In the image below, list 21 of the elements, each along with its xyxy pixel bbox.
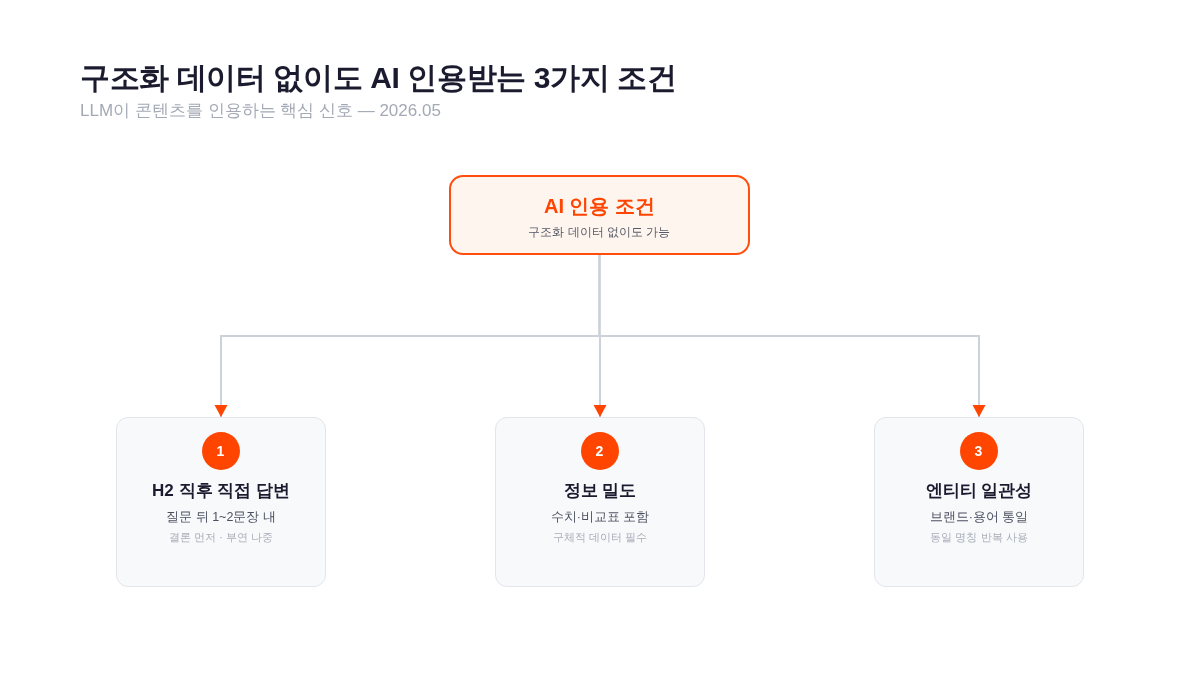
card-text: 질문 뒤 1~2문장 내: [166, 509, 276, 526]
card-text: 수치·비교표 포함: [550, 509, 650, 526]
box-subtitle: 구조화 데이터 없이도 가능: [528, 224, 671, 240]
title: 구조화 데이터 없이도 AI 인용받는 3가지 조건: [80, 60, 677, 96]
card-title: 정보 밀도: [563, 480, 637, 502]
card-title: H2 직후 직접 답변: [152, 480, 290, 502]
highlight-box: [449, 175, 750, 255]
card-note: 결론 먼저 · 부연 나중: [169, 530, 273, 545]
number-circle: 1: [201, 431, 240, 470]
subtitle: LLM이 콘텐츠를 인용하는 핵심 신호 — 2026.05: [80, 100, 441, 122]
card-text: 브랜드·용어 통일: [929, 509, 1029, 526]
box-title: AI 인용 조건: [543, 194, 656, 218]
number-circle: 2: [580, 431, 619, 470]
card: [495, 417, 705, 587]
connector-arrow: [598, 254, 986, 418]
card: [116, 417, 326, 587]
card-note: 구체적 데이터 필수: [552, 530, 648, 545]
card-note: 동일 명칭 반복 사용: [930, 530, 1028, 545]
card-title: 엔티티 일관성: [925, 480, 1033, 502]
number-circle: 3: [959, 431, 998, 470]
card: [874, 417, 1084, 587]
